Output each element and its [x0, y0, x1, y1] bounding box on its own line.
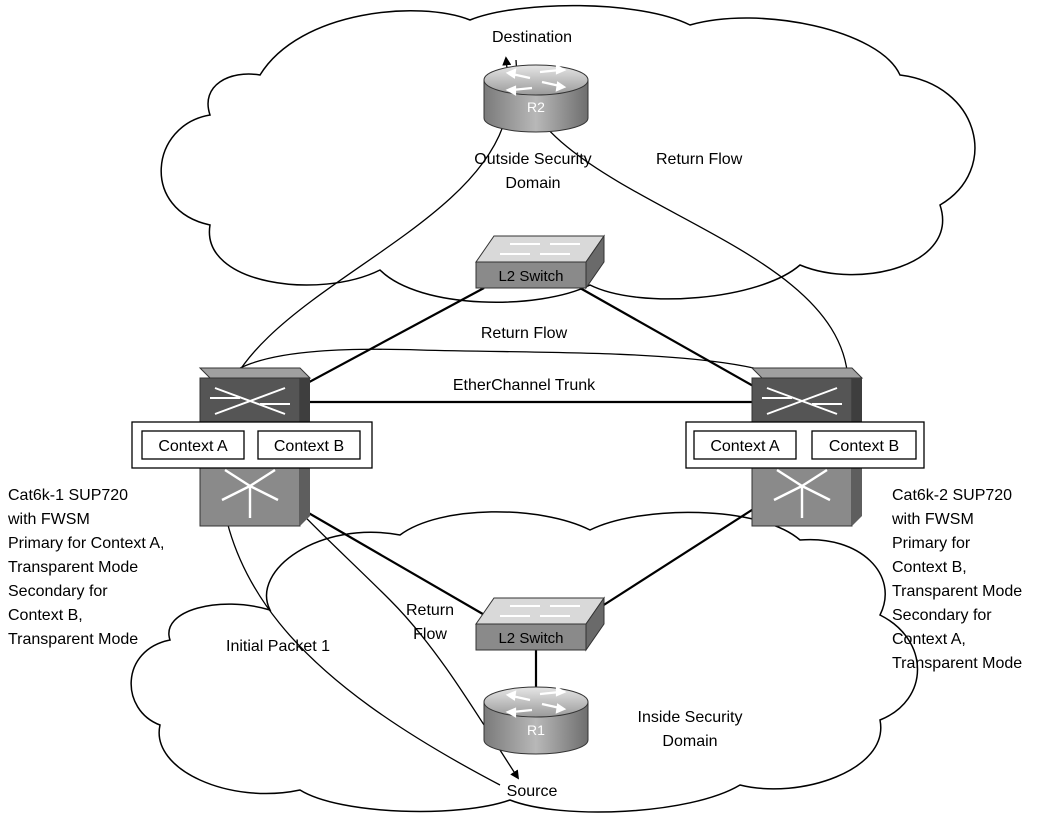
inside-domain-line-2: Domain: [662, 733, 717, 750]
cat6k-2-line: Cat6k-2 SUP720: [892, 487, 1012, 504]
cat6k-2-line: Transparent Mode: [892, 655, 1022, 672]
chassis-crossed-arrows-icon: [762, 387, 842, 415]
cat6k-1-line: Cat6k-1 SUP720: [8, 487, 128, 504]
router-r2: R2: [483, 64, 589, 133]
return-flow-bottom-line-2: Flow: [413, 626, 447, 643]
source-label: Source: [507, 783, 558, 800]
cat6k-1-line: Primary for Context A,: [8, 535, 165, 552]
cat6k-1-line: Transparent Mode: [8, 631, 138, 648]
link-top-switch-to-cat6k-2: [579, 287, 756, 388]
cat6k-2-line: Primary for: [892, 535, 971, 552]
router-arrows-icon: [505, 64, 567, 96]
inside-domain-line-1: Inside Security: [638, 709, 743, 726]
router-arrows-icon: [505, 686, 567, 718]
cat6k-1-context-b-box: [257, 430, 361, 460]
cat6k-2-line: Transparent Mode: [892, 583, 1022, 600]
r2-label: R2: [527, 99, 545, 115]
cat6k-1-description: Cat6k-1 SUP720 with FWSM Primary for Con…: [7, 487, 165, 648]
links: [299, 287, 756, 700]
cat6k-2-context-b-box: [811, 430, 917, 460]
link-top-switch-to-cat6k-1: [299, 287, 485, 388]
return-flow-bottom-line-1: Return: [406, 602, 454, 619]
outside-domain-line-2: Domain: [505, 175, 560, 192]
cat6k-1-context-a-box: [141, 430, 245, 460]
cat6k-1-line: Transparent Mode: [8, 559, 138, 576]
outside-domain-line-1: Outside Security: [474, 151, 591, 168]
link-cat6k-1-to-bottom-switch: [299, 507, 489, 618]
cat6k-2-line: with FWSM: [891, 511, 974, 528]
switch-arrows-icon: [500, 605, 580, 617]
cat6k-2-description: Cat6k-2 SUP720 with FWSM Primary for Con…: [891, 487, 1022, 672]
cat6k-2-line: Context B,: [892, 559, 967, 576]
switch-arrows-icon: [500, 243, 580, 255]
chassis-star-arrows-icon: [221, 468, 279, 518]
l2-switch-bottom: L2 Switch: [475, 596, 605, 652]
inside-cloud: [130, 511, 919, 813]
l2-switch-top-label: L2 Switch: [498, 268, 563, 285]
destination-label: Destination: [492, 29, 572, 46]
cat6k-1-line: Secondary for: [8, 583, 108, 600]
cat6k-2-line: Context A,: [892, 631, 966, 648]
cat6k-1-line: with FWSM: [7, 511, 90, 528]
return-flow-middle-label: Return Flow: [481, 325, 568, 342]
outside-cloud: [160, 4, 976, 303]
l2-switch-bottom-label: L2 Switch: [498, 630, 563, 647]
r1-label: R1: [527, 722, 545, 738]
router-r1: R1: [483, 686, 589, 755]
link-cat6k-2-to-bottom-switch: [584, 507, 756, 618]
cat6k-2-context-a-box: [693, 430, 797, 460]
cat6k-2-context-panel: Context A Context B: [685, 421, 925, 469]
cat6k-2-context-b-label: Context B: [829, 438, 899, 455]
chassis-star-arrows-icon: [773, 468, 831, 518]
initial-packet-label: Initial Packet 1: [226, 638, 330, 655]
etherchannel-trunk-label: EtherChannel Trunk: [453, 377, 596, 394]
cat6k-1-context-panel: Context A Context B: [131, 421, 373, 469]
chassis-crossed-arrows-icon: [210, 387, 290, 415]
cat6k-2-line: Secondary for: [892, 607, 992, 624]
cat6k-1-line: Context B,: [8, 607, 83, 624]
return-flow-top-right-label: Return Flow: [656, 151, 743, 168]
cat6k-2-context-a-label: Context A: [710, 438, 780, 455]
cat6k-1-context-a-label: Context A: [158, 438, 228, 455]
l2-switch-top: L2 Switch: [475, 234, 605, 290]
cat6k-1-context-b-label: Context B: [274, 438, 344, 455]
